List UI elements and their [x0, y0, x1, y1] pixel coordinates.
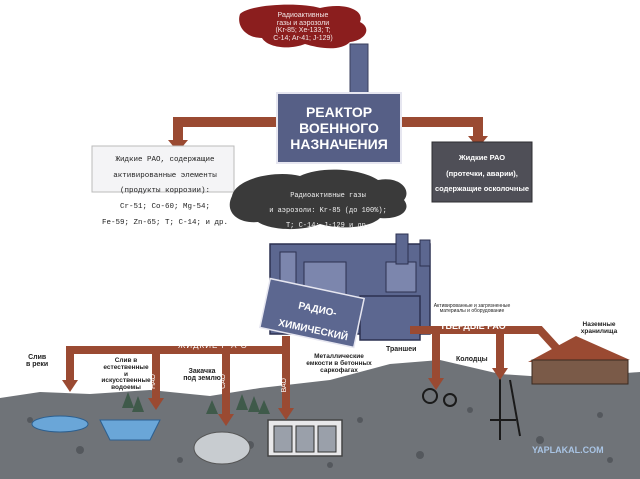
mid-cloud-text: Радиоактивные газы и аэрозоли: Kr-85 (до… — [248, 186, 408, 237]
top-cloud-line: газы и аэрозоли — [276, 19, 330, 27]
label-ground-storage: Наземные хранилища — [580, 321, 618, 335]
right-box-line: элементы — [463, 200, 501, 210]
top-cloud-line: C-14; Ar-41; J-129) — [273, 35, 333, 43]
left-box-line: активированные элементы — [113, 171, 217, 180]
left-box-text: Жидкие РАО, содержащие активированные эл… — [96, 149, 234, 236]
label-reservoirs: Слив в естественные и искусственные водо… — [101, 357, 151, 392]
pipe-reactor-left — [173, 117, 276, 144]
arrow-tanks — [278, 408, 294, 420]
trees — [122, 392, 270, 414]
label-wells: Колодцы — [456, 356, 488, 363]
mid-smoke-cloud — [229, 169, 407, 230]
left-box-line: Fe-59; Zn-65; T; C-14; и др. — [101, 218, 229, 227]
arrow-wells — [492, 368, 508, 380]
right-box-line: (протечки, аварии), — [446, 168, 518, 178]
pipe-solid-main — [410, 326, 563, 355]
mid-cloud-line: и аэрозоли: Kr-85 (до 100%); — [269, 207, 387, 216]
label-river: Слив в реки — [26, 354, 49, 369]
reservoir-water — [99, 419, 161, 441]
reactor-chimney — [349, 43, 369, 95]
reactor-title-line: НАЗНАЧЕНИЯ — [290, 136, 388, 153]
label-trenches: Траншеи — [386, 346, 417, 353]
pipe-reactor-right — [398, 117, 483, 140]
pipe-label-vao: ВАО — [281, 378, 288, 393]
top-cloud-text: Радиоактивные газы и аэрозоли (Kr-85; Xe… — [258, 12, 348, 43]
right-box-text: Жидкие РАО (протечки, аварии), содержащи… — [434, 146, 530, 248]
injection-cavity — [193, 431, 251, 465]
liquid-waste-label: ЖИДКИЕ Р А О — [178, 341, 248, 350]
top-cloud-line: Радиоактивные — [277, 12, 329, 19]
reactor-title-box: РЕАКТОР ВОЕННОГО НАЗНАЧЕНИЯ — [276, 92, 402, 164]
right-box-line: содержащие осколочные — [434, 184, 530, 194]
left-box-line: Cr-51; Co-60; Mg-54; — [119, 203, 210, 212]
right-box-line: Жидкие РАО — [458, 152, 506, 162]
label-tanks: Металлические емкости в бетонных саркофа… — [306, 353, 372, 374]
right-box-line: Sr-90; Cs-137; J-131; — [444, 215, 520, 225]
plant-label-bg — [258, 277, 366, 349]
arrow-river — [62, 380, 78, 392]
trench-equipment — [422, 378, 521, 440]
left-box-line: Жидкие РАО, содержащие — [115, 155, 215, 164]
right-box-bg — [431, 141, 533, 203]
ground-texture — [27, 407, 613, 468]
arrow-reservoir — [148, 398, 164, 410]
watermark: YAPLAKAL.COM — [532, 445, 604, 455]
solid-waste-label: ТВЕРДЫЕ РАО — [440, 321, 506, 331]
left-box-line: (продукты коррозии): — [119, 187, 210, 196]
left-box-bg — [91, 145, 235, 193]
tank-sarcophagus — [267, 419, 343, 457]
arrow-trench — [428, 378, 444, 390]
reactor-title-line: РЕАКТОР — [305, 103, 373, 120]
label-injection: Закачка под землю — [183, 368, 221, 383]
reactor-title-line: ВОЕННОГО — [299, 119, 379, 136]
right-box-line: Pu; и др. — [465, 231, 499, 241]
arrow-injection — [218, 414, 234, 426]
mid-cloud-line: Радиоактивные газы — [290, 192, 366, 201]
red-smoke-cloud — [239, 4, 367, 49]
top-cloud-line: (Kr-85; Xe-133; T; — [275, 27, 331, 35]
mid-cloud-line: T; C-14; J-129 и др. — [285, 221, 370, 230]
solid-waste-note: Активированные и загрязненные материалы … — [433, 303, 511, 315]
ground-storage-building — [528, 336, 630, 385]
river-water — [31, 415, 89, 433]
pipe-liquid-main — [66, 346, 286, 382]
